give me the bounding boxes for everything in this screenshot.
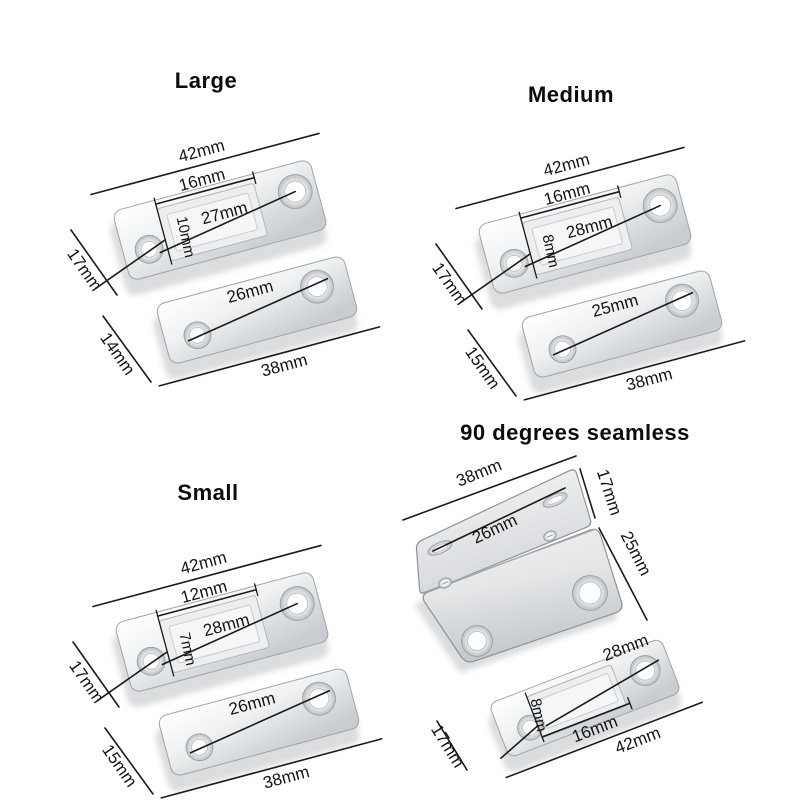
dimension-line-plate-height (436, 720, 468, 771)
dimension-line-flange-width (402, 455, 577, 521)
screw (543, 530, 557, 542)
dimension-line-plate2-height (104, 727, 154, 795)
dimension-line-plate-width (90, 132, 320, 196)
dimension-line-plate-height (72, 641, 120, 708)
section-bracket: 90 degrees seamless 38mm 26mm 17mm 25mm (393, 406, 793, 803)
dimension-line-plate2-height (467, 329, 517, 397)
section-title: Small (177, 480, 238, 505)
section-title: 90 degrees seamless (460, 420, 690, 445)
magnet-plate-group: 42mm 16mm 28mm (455, 146, 692, 310)
dimension-line-window-width (154, 176, 256, 205)
dim-flange-depth: 17mm (593, 467, 626, 518)
tick-window-left (518, 211, 538, 279)
dim-hole-offset: 7mm (176, 631, 200, 667)
section-medium-figure: Medium 42mm 16mm 28mm 8mm 17mm 15mm 25mm… (428, 82, 746, 401)
dimension-line-window-width (541, 702, 631, 738)
dimension-line-plate-height (70, 229, 118, 296)
magnet-plate-group: 42mm 16mm 27mm (90, 132, 327, 296)
dimension-line-window-width (156, 588, 258, 617)
dim-plate-height: 17mm (427, 721, 468, 771)
tick-window-left (524, 692, 545, 743)
screw-hole-right-inner (578, 581, 602, 605)
dim-plate-hole-offset: 8mm (527, 697, 551, 733)
screw-hole-left-inner (467, 631, 487, 651)
section-large: Large 42mm 16mm 27mm 10mm 17mm 14mm 26mm… (25, 48, 395, 398)
dimension-line-plate-width (92, 544, 322, 608)
section-title: Medium (528, 82, 614, 107)
screw-slot (442, 581, 448, 585)
section-large-figure: Large 42mm 16mm 27mm 10mm 17mm 14mm 26mm… (63, 68, 381, 387)
dimension-line-flange-depth (579, 468, 596, 519)
section-medium: Medium 42mm 16mm 28mm 8mm 17mm 15mm 25mm… (390, 62, 760, 412)
dimension-line-plate-width (505, 701, 704, 779)
screw-slot (547, 534, 553, 538)
dimension-line-plate2-height (102, 315, 152, 383)
dimension-line-plate-width (455, 146, 685, 210)
slot-hole-inner (546, 495, 564, 505)
dimension-line-window-to-hole (524, 204, 662, 268)
dimension-line-plate-hole-spacing (545, 659, 660, 727)
dimension-line-plate2-width (523, 340, 746, 401)
base-plate-group: 26mm 38mm (155, 668, 383, 799)
magnet-plate-group: 28mm 16mm 42mm (488, 630, 704, 779)
dim-face-height: 25mm (617, 528, 655, 579)
magnet-plate-group: 42mm 12mm 28mm (92, 544, 329, 708)
dim-plate2-height: 15mm (461, 343, 504, 393)
dimension-line-hole-spacing (552, 291, 694, 356)
dim-plate2-height: 14mm (96, 329, 139, 379)
dim-plate2-height: 15mm (98, 741, 141, 791)
dimension-line-hole-spacing (432, 487, 566, 552)
dimension-line-window-to-hole (161, 602, 299, 666)
dimension-line-plate2-width (158, 326, 381, 387)
dimension-line-plate-height (435, 243, 483, 310)
dimension-line-plate-hole-offset (500, 724, 539, 759)
tick-window-left (155, 609, 175, 677)
section-title: Large (175, 68, 237, 93)
dimension-line-window-to-hole (159, 190, 297, 254)
section-bracket-figure: 90 degrees seamless 38mm 26mm 17mm 25mm (402, 420, 704, 779)
section-small: Small 42mm 12mm 28mm 7mm 17mm 15mm 26mm … (27, 460, 397, 810)
dim-plate-width: 42mm (541, 150, 592, 181)
tick-window-left (153, 197, 173, 265)
section-small-figure: Small 42mm 12mm 28mm 7mm 17mm 15mm 26mm … (65, 480, 383, 799)
dimension-line-plate2-width (160, 738, 383, 799)
dimension-line-face-height (598, 527, 648, 621)
dim-plate-width: 42mm (176, 136, 227, 167)
dimension-line-window-width (519, 190, 621, 219)
dimension-line-hole-spacing (187, 277, 329, 342)
screw (438, 577, 452, 589)
dim-hole-offset: 8mm (539, 233, 563, 269)
dimension-line-hole-spacing (189, 689, 331, 754)
dim-plate-width: 42mm (178, 548, 229, 579)
flange-slot-right (542, 492, 568, 508)
